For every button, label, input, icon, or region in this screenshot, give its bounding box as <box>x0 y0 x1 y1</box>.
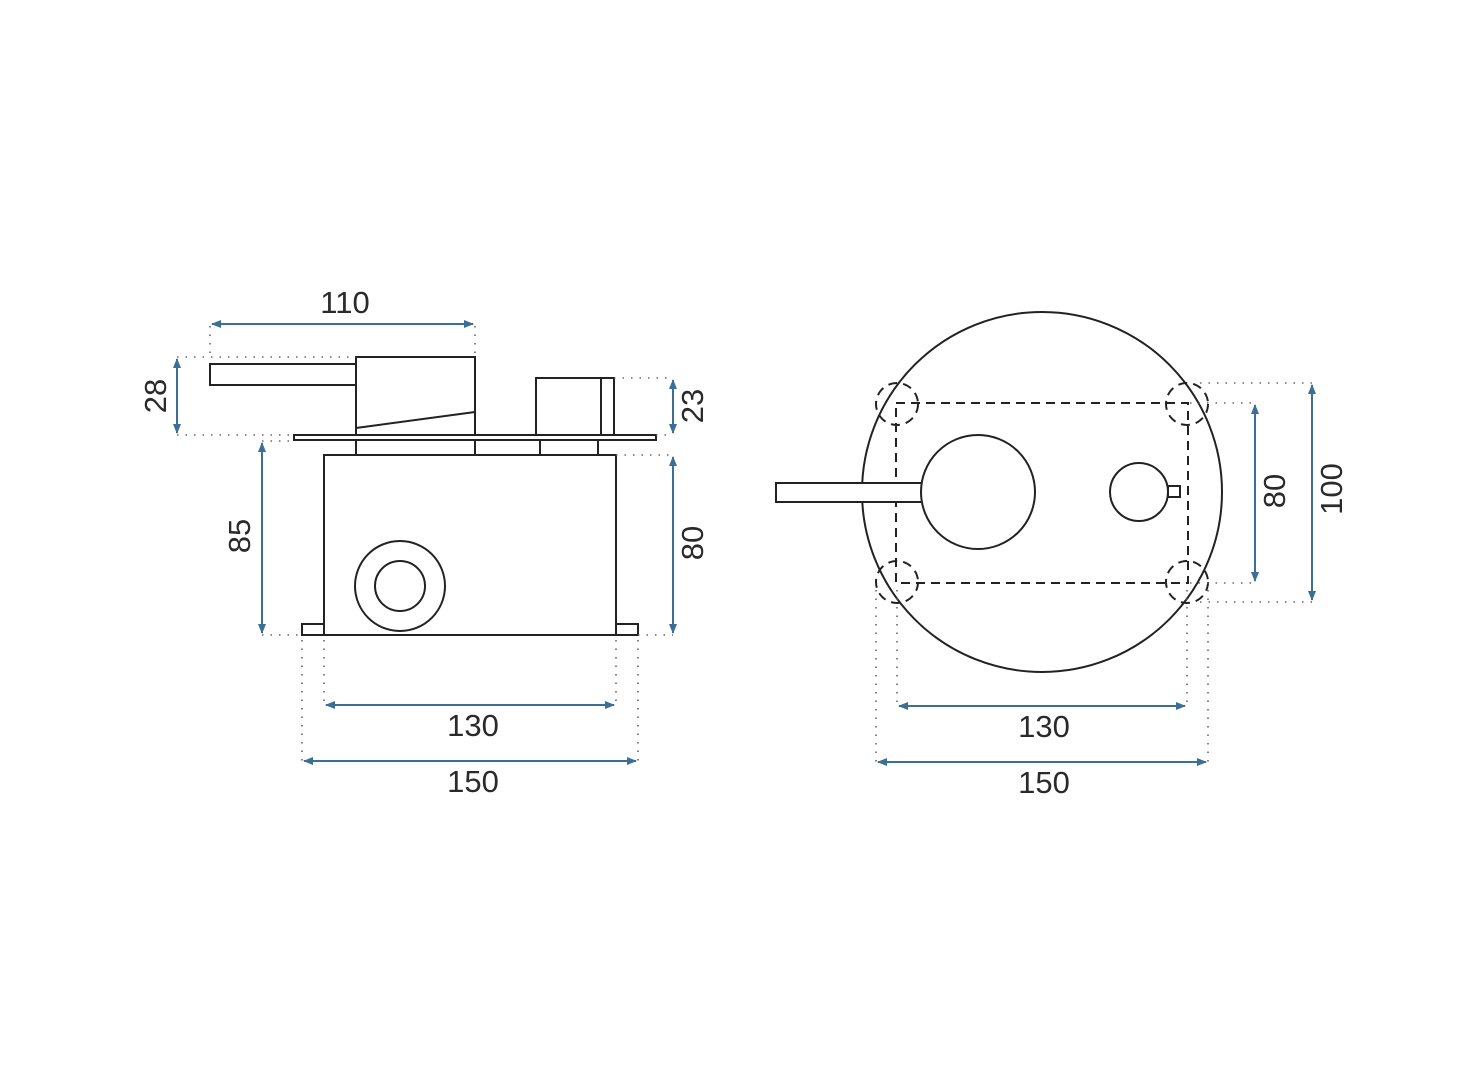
label-80-front: 80 <box>1257 474 1292 508</box>
label-130-side: 130 <box>447 708 499 743</box>
diverter-knob <box>535 377 615 436</box>
screw-hole-top-right <box>1165 382 1209 426</box>
diverter-indicator <box>1167 485 1181 498</box>
inlet-port-inner <box>374 560 426 612</box>
lever-handle-front <box>775 482 923 503</box>
body-bevel <box>355 411 476 429</box>
label-150-front: 150 <box>1018 765 1070 800</box>
front-view: 80 100 130 150 <box>775 311 1349 800</box>
extension-lines-front <box>875 382 1312 762</box>
side-view: 110 28 85 23 80 130 150 <box>138 285 710 799</box>
label-150-side: 150 <box>447 764 499 799</box>
mixer-knob <box>920 434 1036 550</box>
concealed-box <box>323 454 617 636</box>
hidden-box-outline <box>895 402 1189 584</box>
label-23: 23 <box>675 389 710 423</box>
label-110: 110 <box>320 285 369 320</box>
mixer-body <box>355 356 476 436</box>
label-80-side: 80 <box>675 526 710 560</box>
label-130-front: 130 <box>1018 709 1070 744</box>
screw-hole-top-left <box>875 382 919 426</box>
screw-hole-bottom-right <box>1165 560 1209 604</box>
extension-lines <box>177 326 673 761</box>
mounting-foot-right <box>615 623 639 636</box>
screw-hole-bottom-left <box>875 560 919 604</box>
label-85: 85 <box>222 519 257 553</box>
mounting-foot-left <box>301 623 325 636</box>
body-neck <box>355 439 476 456</box>
label-28: 28 <box>138 379 173 413</box>
lever-handle <box>209 363 357 386</box>
inlet-port-outer <box>354 540 446 632</box>
diverter-knob-front <box>1109 462 1169 522</box>
knob-neck <box>539 439 599 456</box>
label-100: 100 <box>1314 463 1349 515</box>
